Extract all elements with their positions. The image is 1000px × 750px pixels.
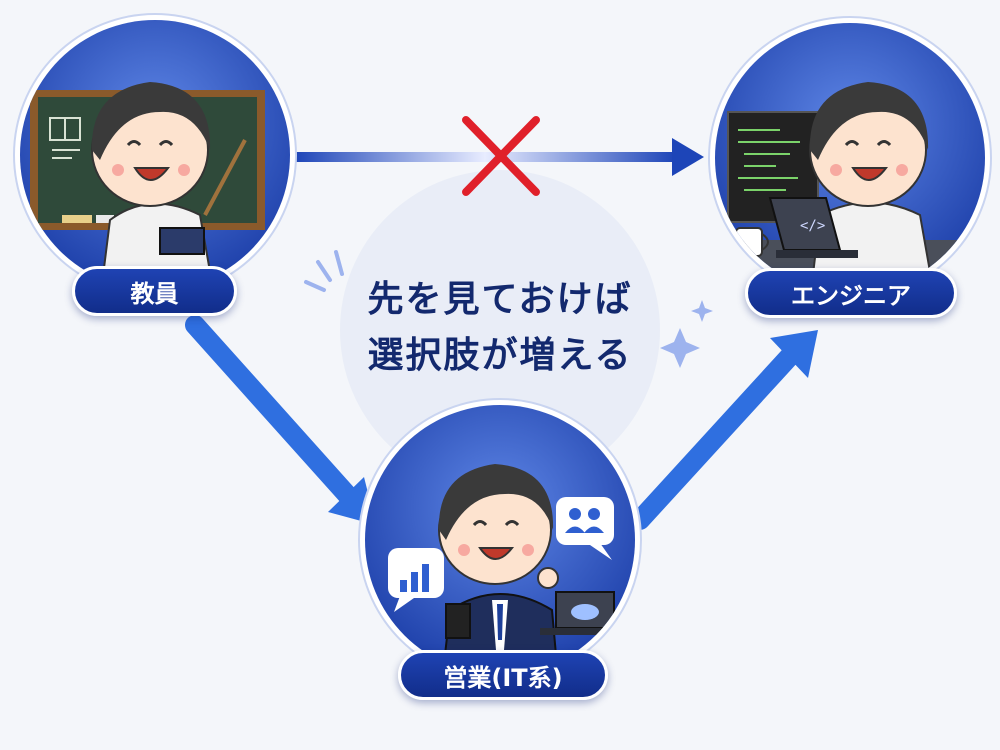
message-line-2: 選択肢が増える — [367, 335, 633, 376]
center-message: 先を見ておけば 選択肢が増える — [330, 272, 670, 384]
halftone-background — [340, 170, 660, 490]
engineer-node: </> — [708, 16, 992, 300]
laptop-icon: </> — [768, 197, 858, 258]
folder-icon — [445, 603, 471, 639]
engineer-label: エンジニア — [745, 268, 957, 318]
cross-icon — [462, 116, 540, 196]
pointer-stick-icon — [203, 139, 247, 216]
arrow-teacher-to-engineer — [295, 138, 704, 176]
teacher-label: 教員 — [72, 266, 237, 316]
teacher-node — [13, 13, 297, 297]
book-icon — [159, 227, 205, 255]
users-icon — [556, 497, 614, 560]
sales-label: 営業(IT系) — [398, 650, 608, 700]
cloud-icon — [540, 591, 630, 635]
emphasis-lines — [304, 250, 344, 292]
message-line-1: 先を見ておけば — [367, 279, 633, 320]
bar-chart-icon — [388, 548, 444, 612]
arrow-sales-to-engineer — [630, 330, 818, 530]
sparkle-icon — [660, 300, 713, 368]
svg-text:</>: </> — [800, 218, 825, 234]
sales-node — [358, 398, 642, 682]
